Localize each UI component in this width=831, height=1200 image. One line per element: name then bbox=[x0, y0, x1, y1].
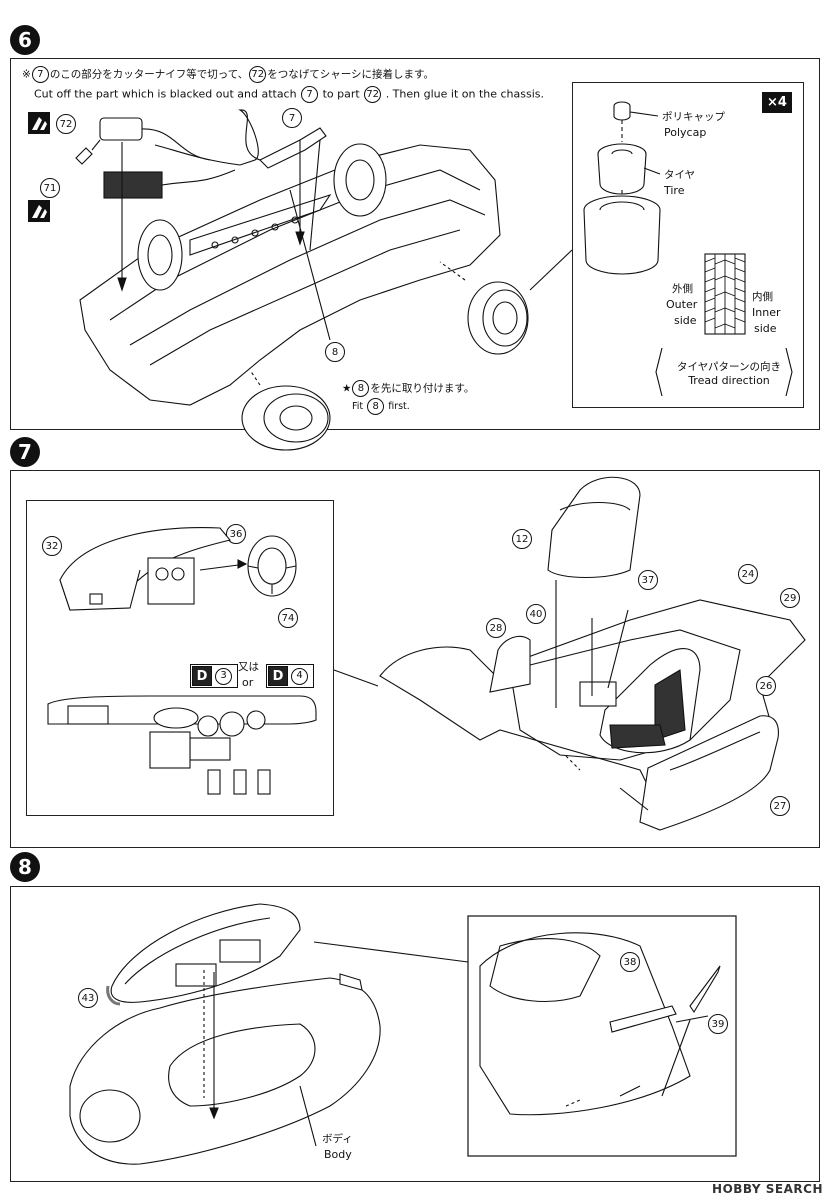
part-label-12: 12 bbox=[512, 529, 532, 549]
step-7-badge: 7 bbox=[10, 437, 40, 467]
note-jp-text: を先に取り付けます。 bbox=[370, 382, 475, 395]
instruction-en-part-b: 72 bbox=[364, 86, 382, 103]
instruction-jp-mid: のこの部分をカッターナイフ等で切って、 bbox=[49, 68, 249, 81]
window-detail-inset bbox=[467, 915, 737, 1157]
instruction-jp-mark: ※ bbox=[22, 68, 31, 81]
instruction-jp-post: をつなげてシャーシに接着します。 bbox=[267, 68, 435, 81]
instruction-en-part-a: 7 bbox=[301, 86, 319, 103]
instruction-jp-part-a: 7 bbox=[31, 66, 49, 83]
part-label-39: 39 bbox=[708, 1014, 728, 1034]
inner-side-jp: 内側 bbox=[752, 291, 773, 303]
outer-side-jp: 外側 bbox=[672, 283, 693, 295]
cement-glue-icon bbox=[28, 200, 50, 222]
body-drawing bbox=[69, 903, 737, 1165]
multiplier-badge: ×4 bbox=[762, 92, 792, 113]
note-jp-part: 8 bbox=[352, 380, 370, 397]
decal-sheet-d: D bbox=[268, 666, 288, 686]
part-label-43: 43 bbox=[78, 988, 98, 1008]
part-label-26: 26 bbox=[756, 676, 776, 696]
note-en-post: first. bbox=[388, 401, 410, 412]
part-label-28: 28 bbox=[486, 618, 506, 638]
polycap-label-jp: ポリキャップ bbox=[662, 111, 725, 123]
part-label-40: 40 bbox=[526, 604, 546, 624]
chassis-drawing bbox=[75, 109, 573, 451]
part-label-8: 8 bbox=[325, 342, 345, 362]
tire-inset-drawing bbox=[583, 101, 793, 397]
outer-side-en-2: side bbox=[674, 314, 697, 327]
polycap-label-en: Polycap bbox=[664, 126, 707, 139]
part-label-29: 29 bbox=[780, 588, 800, 608]
note-en-part: 8 bbox=[367, 398, 385, 415]
part-label-71: 71 bbox=[40, 178, 60, 198]
tire-label-jp: タイヤ bbox=[664, 169, 696, 181]
part-label-38: 38 bbox=[620, 952, 640, 972]
outer-side-en-1: Outer bbox=[666, 298, 698, 311]
part-label-36: 36 bbox=[226, 524, 246, 544]
note-star: ★ bbox=[342, 382, 352, 395]
note-en-pre: Fit bbox=[352, 401, 364, 412]
part-label-27: 27 bbox=[770, 796, 790, 816]
cement-glue-icon bbox=[28, 112, 50, 134]
step-6-instruction-en: Cut off the part which is blacked out an… bbox=[34, 86, 544, 103]
decal-sheet-d: D bbox=[192, 666, 212, 686]
inner-side-en-2: side bbox=[754, 322, 777, 335]
option-or-en: or bbox=[242, 676, 254, 689]
part-label-32: 32 bbox=[42, 536, 62, 556]
body-label-jp: ボディ bbox=[322, 1133, 353, 1145]
step-7-number: 7 bbox=[18, 440, 32, 464]
instruction-en-mid: to part bbox=[322, 87, 360, 101]
tread-direction-jp: タイヤパターンの向き bbox=[677, 361, 781, 373]
option-or-jp: 又は bbox=[238, 661, 259, 673]
option-d3-part: 3 bbox=[215, 667, 232, 685]
note-fit-first-en: Fit 8 first. bbox=[352, 398, 410, 415]
tread-direction: タイヤパターンの向き Tread direction bbox=[664, 360, 794, 388]
tire-label-en: Tire bbox=[664, 184, 685, 197]
part-label-74: 74 bbox=[278, 608, 298, 628]
watermark: HOBBY SEARCH bbox=[712, 1182, 823, 1196]
option-d3: D 3 bbox=[190, 664, 238, 688]
inner-side-en-1: Inner bbox=[752, 306, 781, 319]
instruction-jp-part-b: 72 bbox=[249, 66, 267, 83]
part-label-7: 7 bbox=[282, 108, 302, 128]
part-label-72: 72 bbox=[56, 114, 76, 134]
interior-drawing bbox=[47, 476, 806, 831]
step-6-number: 6 bbox=[18, 28, 32, 52]
body-label-en: Body bbox=[324, 1148, 352, 1161]
instruction-en-post: . Then glue it on the chassis. bbox=[385, 87, 545, 101]
step-6-badge: 6 bbox=[10, 25, 40, 55]
option-d4: D 4 bbox=[266, 664, 314, 688]
step-8-number: 8 bbox=[18, 855, 32, 879]
part-label-24: 24 bbox=[738, 564, 758, 584]
instruction-en-pre: Cut off the part which is blacked out an… bbox=[34, 87, 297, 101]
step-8-badge: 8 bbox=[10, 852, 40, 882]
tread-direction-en: Tread direction bbox=[688, 374, 770, 387]
part-label-37: 37 bbox=[638, 570, 658, 590]
option-d4-part: 4 bbox=[291, 667, 308, 685]
